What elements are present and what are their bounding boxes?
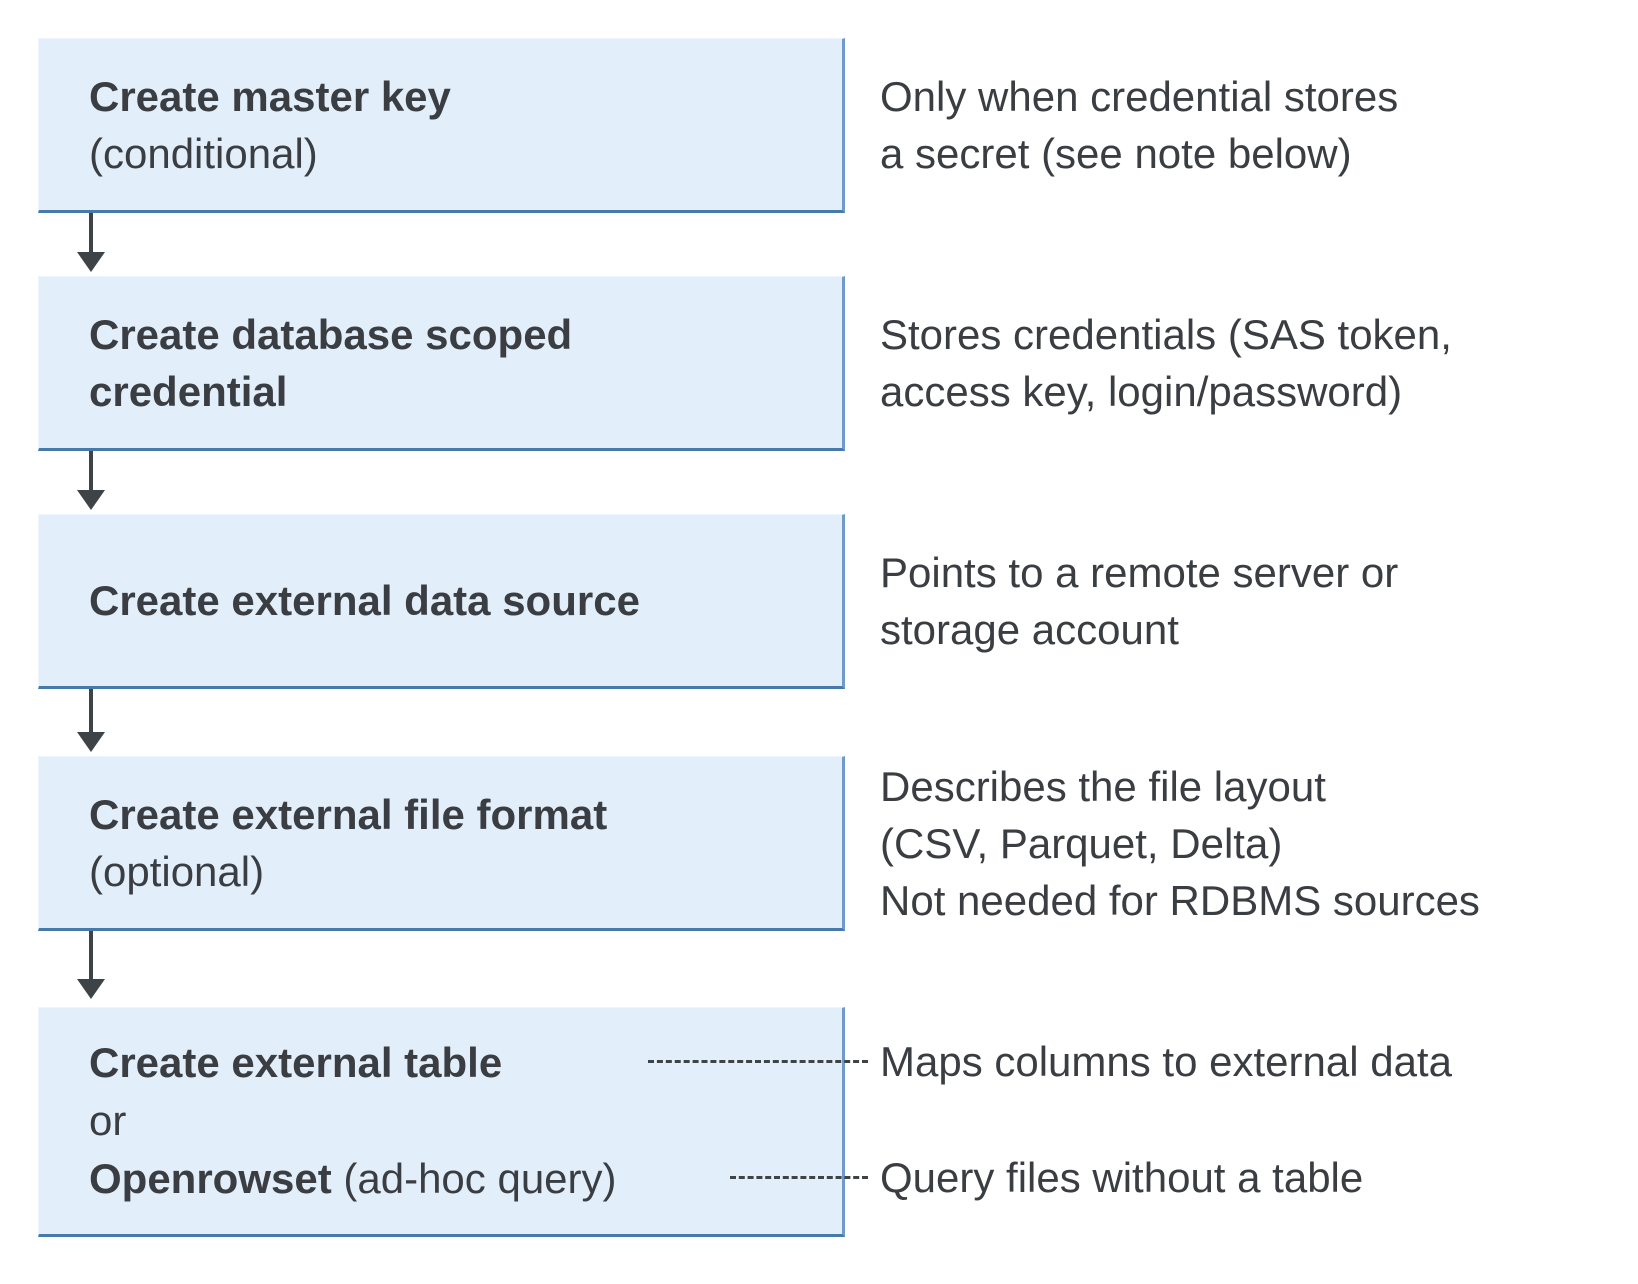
note-line: Describes the file layout: [880, 763, 1326, 810]
step-title: Create database scoped credential: [89, 310, 573, 415]
arrow-head: [77, 979, 105, 999]
arrow-stem: [89, 931, 93, 980]
down-arrow-icon: [76, 689, 106, 752]
note-line: Not needed for RDBMS sources: [880, 877, 1480, 924]
note-line: Points to a remote server or: [880, 549, 1399, 596]
note-line: Only when credential stores: [880, 73, 1399, 120]
note-data-source: Points to a remote server or storage acc…: [880, 544, 1398, 658]
step-box-external-file-format: Create external file format (optional): [38, 756, 845, 931]
step-title: Create external file format: [89, 790, 608, 838]
step-title: Create master key: [89, 72, 451, 120]
step-title: Create external data source: [89, 577, 640, 624]
arrow-head: [77, 490, 105, 510]
note-external-table: Maps columns to external data: [880, 1033, 1452, 1090]
down-arrow-icon: [76, 213, 106, 272]
arrow-stem: [89, 689, 93, 733]
down-arrow-icon: [76, 931, 106, 999]
step-title: Create external table: [89, 1039, 503, 1086]
step-subtitle: (optional): [89, 847, 265, 895]
step-subtitle: (conditional): [89, 129, 318, 177]
dashed-connector-external-table: [648, 1060, 868, 1063]
dashed-connector-openrowset: [730, 1176, 868, 1179]
step-alt-title-line: Openrowset (ad-hoc query): [89, 1150, 842, 1208]
note-line: Stores credentials (SAS token,: [880, 311, 1452, 358]
note-line: a secret (see note below): [880, 130, 1352, 177]
step-box-database-scoped-credential: Create database scoped credential: [38, 276, 845, 451]
note-line: (CSV, Parquet, Delta): [880, 820, 1283, 867]
step-alt-suffix: (ad-hoc query): [331, 1155, 617, 1202]
step-box-external-data-source: Create external data source: [38, 514, 845, 689]
note-credential: Stores credentials (SAS token, access ke…: [880, 306, 1452, 420]
note-file-format: Describes the file layout (CSV, Parquet,…: [880, 758, 1480, 929]
note-line: Query files without a table: [880, 1154, 1364, 1201]
step-box-create-master-key: Create master key (conditional): [38, 38, 845, 213]
note-openrowset: Query files without a table: [880, 1149, 1363, 1206]
step-or-label: or: [89, 1097, 127, 1144]
arrow-head: [77, 252, 105, 272]
step-alt-title: Openrowset: [89, 1155, 332, 1202]
note-master-key: Only when credential stores a secret (se…: [880, 68, 1398, 182]
arrow-head: [77, 732, 105, 752]
step-box-external-table-openrowset: Create external table or Openrowset (ad-…: [38, 1007, 845, 1237]
note-line: Maps columns to external data: [880, 1038, 1452, 1085]
note-line: access key, login/password): [880, 368, 1403, 415]
arrow-stem: [89, 213, 93, 253]
down-arrow-icon: [76, 451, 106, 510]
arrow-stem: [89, 451, 93, 491]
note-line: storage account: [880, 606, 1179, 653]
